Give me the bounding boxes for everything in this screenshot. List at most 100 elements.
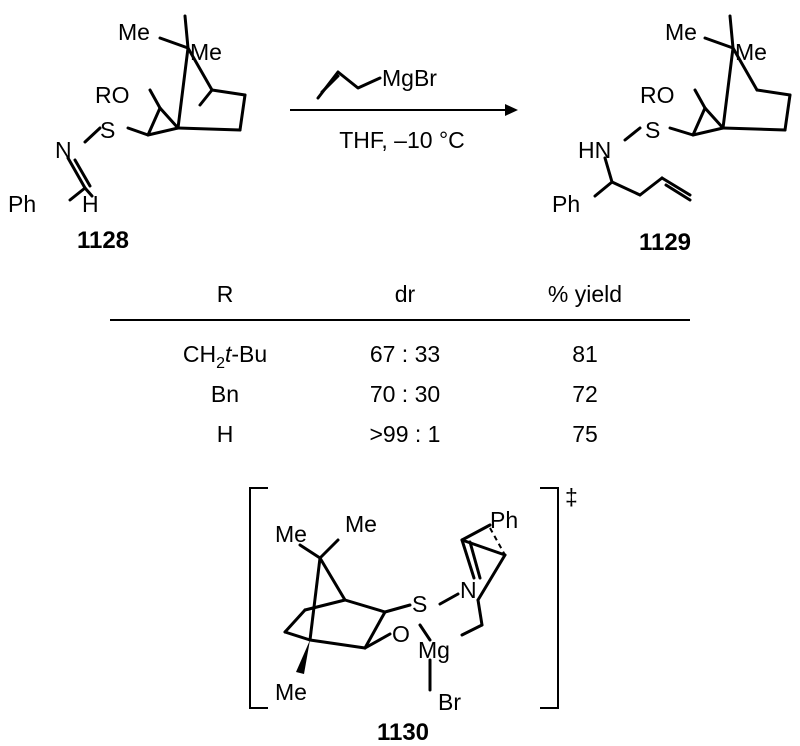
sulfur-label: S [645, 117, 660, 143]
bond [318, 538, 340, 560]
magnesium-label: Mg [418, 637, 450, 663]
r-rest: -Bu [231, 341, 267, 367]
bond [238, 93, 247, 132]
bond [343, 598, 387, 614]
bond [146, 106, 162, 137]
bond [318, 556, 347, 602]
reaction-arrow-group: MgBr THF, –10 °C [290, 65, 518, 153]
results-table: R dr % yield CH2t-Bu 67 : 33 81 Bn 70 : … [110, 281, 690, 447]
bond [68, 186, 87, 202]
me-top-label: Me [665, 19, 697, 45]
sulfur-label: S [412, 591, 427, 617]
bond [283, 608, 307, 634]
ro-label: RO [640, 82, 675, 108]
bond [468, 540, 482, 580]
bond [438, 592, 460, 606]
bond [176, 46, 190, 130]
oxygen-label: O [392, 621, 410, 647]
bond [660, 176, 692, 197]
phenyl-label: Ph [552, 191, 580, 217]
bond [126, 126, 150, 137]
allyl-double-bond [320, 74, 340, 94]
bond [476, 553, 507, 602]
bond [610, 180, 642, 197]
bond [460, 623, 484, 637]
table-cell-dr: >99 : 1 [370, 421, 441, 447]
hydrogen-label: H [82, 191, 99, 217]
bond [460, 523, 492, 542]
bond [721, 126, 787, 132]
me-side-label: Me [190, 39, 222, 65]
bond [66, 156, 87, 190]
bond [638, 176, 664, 197]
bond [668, 126, 695, 137]
bond [755, 88, 792, 97]
bond [308, 638, 367, 650]
table-cell-r: H [217, 421, 234, 447]
bond [363, 632, 392, 650]
bond [664, 183, 692, 202]
bond [83, 126, 102, 144]
bond [308, 556, 322, 642]
table-cell-dr: 70 : 30 [370, 381, 440, 407]
product-compound-number: 1129 [639, 229, 691, 256]
me-top-label: Me [275, 521, 307, 547]
reactant-structure: Me Me RO S N Ph H 1128 [8, 14, 247, 254]
table-header-dr: dr [395, 281, 416, 307]
transition-state-structure: ‡ Me Me Me S N Ph O Mg [249, 484, 578, 746]
bond [693, 88, 707, 110]
bond [721, 46, 735, 130]
bond [210, 88, 247, 97]
bond [158, 106, 180, 130]
ts-compound-number: 1130 [377, 719, 429, 746]
table-cell-r: CH2t-Bu [183, 341, 267, 372]
nitrogen-label: N [460, 577, 477, 603]
bond [731, 46, 759, 92]
hn-label: HN [578, 137, 611, 163]
me-side-label: Me [345, 511, 377, 537]
bond [198, 88, 214, 107]
bond [603, 156, 614, 184]
nitrogen-label: N [55, 137, 72, 163]
r-italic: t [225, 341, 233, 367]
product-structure: Me Me RO S HN Ph 1129 [552, 14, 792, 256]
phenyl-label: Ph [8, 191, 36, 217]
table-cell-dr: 67 : 33 [370, 341, 440, 367]
phenyl-label: Ph [490, 507, 518, 533]
bond [363, 610, 387, 650]
bond [460, 538, 476, 580]
table-cell-r: Bn [211, 381, 239, 407]
bond [146, 126, 180, 137]
bond [691, 106, 707, 137]
me-side-label: Me [735, 39, 767, 65]
left-bracket [249, 487, 268, 709]
wedge-bond [296, 640, 310, 674]
bond [158, 36, 190, 50]
table-cell-yield: 75 [572, 421, 598, 447]
r-main: CH [183, 341, 216, 367]
table-header-r: R [217, 281, 234, 307]
reactant-compound-number: 1128 [77, 227, 129, 254]
bond [703, 106, 725, 130]
bond [283, 630, 312, 642]
bond [476, 598, 484, 627]
right-bracket [540, 487, 559, 709]
me-top-label: Me [118, 19, 150, 45]
r-subscript: 2 [216, 355, 225, 372]
bond [73, 158, 92, 188]
bromine-label: Br [438, 689, 461, 715]
forming-bond [461, 539, 506, 556]
bond [783, 93, 792, 132]
reagent-label: MgBr [382, 65, 437, 91]
double-dagger-symbol: ‡ [565, 484, 578, 510]
arrow-head-icon [505, 104, 518, 116]
table-header-yield: % yield [548, 281, 622, 307]
bond [703, 36, 735, 50]
bond [148, 88, 162, 110]
bond [418, 623, 432, 642]
me-bottom-label: Me [275, 679, 307, 705]
table-cell-yield: 81 [572, 341, 598, 367]
bond [623, 126, 642, 142]
